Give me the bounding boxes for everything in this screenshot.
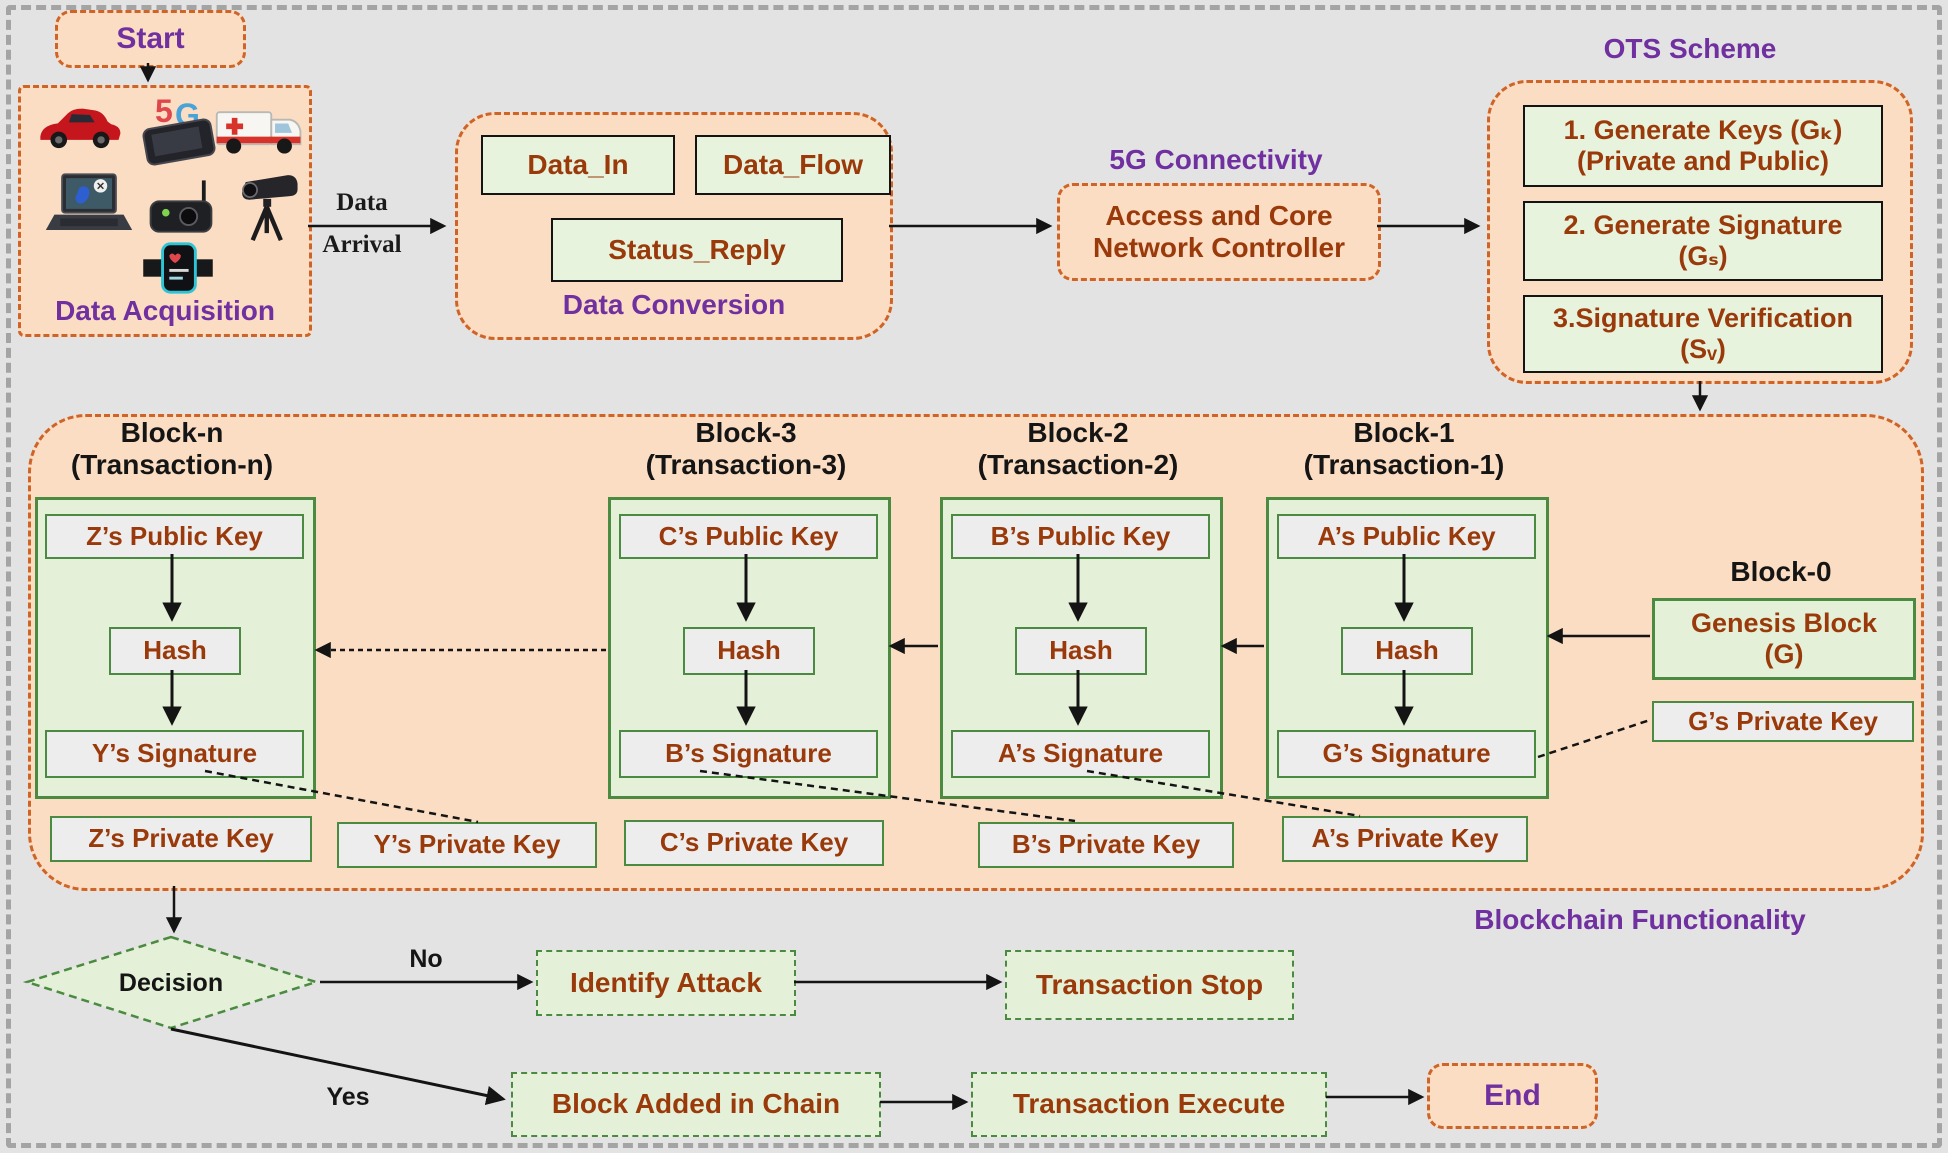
- end-node: End: [1427, 1063, 1598, 1129]
- block-1-subtitle: (Transaction-1): [1303, 448, 1505, 480]
- block-n-node: Z’s Public Key Hash Y’s Signature: [35, 497, 316, 799]
- block-n-signature: Y’s Signature: [45, 730, 304, 778]
- genesis-line2: (G): [1764, 639, 1804, 669]
- iot-sensor-icon: [149, 180, 213, 233]
- ots-step-generate-keys: 1. Generate Keys (Gₖ) (Private and Publi…: [1523, 105, 1883, 187]
- status-reply-node: Status_Reply: [551, 218, 843, 282]
- block-added-in-chain-node: Block Added in Chain: [511, 1072, 881, 1137]
- ots-step1-line2: (Private and Public): [1576, 146, 1830, 176]
- block-n-hash: Hash: [109, 627, 241, 675]
- block-n-public-key: Z’s Public Key: [45, 514, 304, 559]
- block-2-public-key: B’s Public Key: [951, 514, 1210, 559]
- yes-branch-label: Yes: [326, 1082, 370, 1111]
- data-acquisition-label: Data Acquisition: [55, 294, 275, 326]
- laptop-icon: [45, 173, 133, 230]
- phone-badge-5: 5: [155, 93, 173, 129]
- block-2-subtitle: (Transaction-2): [977, 448, 1179, 480]
- block-2-node: B’s Public Key Hash A’s Signature: [940, 497, 1223, 799]
- smart-watch-icon: [143, 242, 213, 294]
- data-arrival-label-line1: Data: [336, 188, 388, 216]
- diagram-outer-border: [6, 5, 1942, 1148]
- ots-step2-line1: 2. Generate Signature: [1563, 209, 1843, 240]
- data-flow-node: Data_Flow: [695, 135, 891, 195]
- g-private-key-node: G’s Private Key: [1652, 701, 1914, 742]
- block-1-public-key: A’s Public Key: [1277, 514, 1536, 559]
- data-acquisition-group: 5 G: [18, 85, 312, 337]
- ots-step3-line2: (Sᵥ): [1680, 334, 1726, 364]
- c-private-key-node: C’s Private Key: [624, 820, 884, 866]
- transaction-stop-node: Transaction Stop: [1005, 950, 1294, 1020]
- identify-attack-node: Identify Attack: [536, 950, 796, 1016]
- block-3-public-key: C’s Public Key: [619, 514, 878, 559]
- data-conversion-group: Data_In Data_Flow Status_Reply Data Conv…: [455, 112, 893, 340]
- blockchain-functionality-label: Blockchain Functionality: [1474, 903, 1806, 935]
- block-3-title: Block-3: [695, 416, 797, 448]
- z-private-key-node: Z’s Private Key: [50, 816, 312, 862]
- ots-step-generate-signature: 2. Generate Signature (Gₛ): [1523, 201, 1883, 281]
- block-1-signature: G’s Signature: [1277, 730, 1536, 778]
- ots-step2-line2: (Gₛ): [1678, 241, 1728, 271]
- start-label: Start: [116, 21, 185, 55]
- end-label: End: [1484, 1078, 1541, 1112]
- block-3-signature: B’s Signature: [619, 730, 878, 778]
- genesis-line1: Genesis Block: [1690, 607, 1878, 638]
- ots-step1-line1: 1. Generate Keys (Gₖ): [1563, 114, 1843, 145]
- ots-step3-line1: 3.Signature Verification: [1552, 302, 1854, 333]
- 5g-smartphone-icon: 5 G: [133, 92, 225, 166]
- ambulance-icon: [215, 111, 302, 154]
- data-conversion-label: Data Conversion: [562, 288, 786, 320]
- block-3-subtitle: (Transaction-3): [645, 448, 847, 480]
- block-1-hash: Hash: [1341, 627, 1473, 675]
- block-3-node: C’s Public Key Hash B’s Signature: [608, 497, 891, 799]
- y-private-key-node: Y’s Private Key: [337, 822, 597, 868]
- ots-step-signature-verification: 3.Signature Verification (Sᵥ): [1523, 295, 1883, 373]
- controller-line2: Network Controller: [1092, 232, 1346, 263]
- data-arrival-label-line2: Arrival: [322, 230, 402, 258]
- block-0-title: Block-0: [1730, 555, 1832, 587]
- block-2-title: Block-2: [1027, 416, 1129, 448]
- a-private-key-node: A’s Private Key: [1282, 816, 1528, 862]
- data-in-node: Data_In: [481, 135, 675, 195]
- controller-line1: Access and Core: [1105, 199, 1333, 231]
- red-car-icon: [40, 108, 121, 149]
- block-n-title: Block-n: [120, 416, 224, 448]
- ots-scheme-label: OTS Scheme: [1603, 32, 1777, 64]
- ots-scheme-group: 1. Generate Keys (Gₖ) (Private and Publi…: [1487, 80, 1913, 384]
- access-core-network-controller-node: Access and Core Network Controller: [1057, 183, 1381, 281]
- transaction-execute-node: Transaction Execute: [971, 1072, 1327, 1137]
- block-3-hash: Hash: [683, 627, 815, 675]
- block-1-title: Block-1: [1353, 416, 1455, 448]
- camera-on-tripod-icon: [242, 175, 298, 242]
- block-2-signature: A’s Signature: [951, 730, 1210, 778]
- block-1-node: A’s Public Key Hash G’s Signature: [1266, 497, 1549, 799]
- block-2-hash: Hash: [1015, 627, 1147, 675]
- no-branch-label: No: [409, 944, 443, 973]
- b-private-key-node: B’s Private Key: [978, 822, 1234, 868]
- start-node: Start: [55, 10, 246, 68]
- five-g-connectivity-label: 5G Connectivity: [1109, 143, 1323, 175]
- genesis-block-node: Genesis Block (G): [1652, 598, 1916, 680]
- block-n-subtitle: (Transaction-n): [70, 448, 274, 480]
